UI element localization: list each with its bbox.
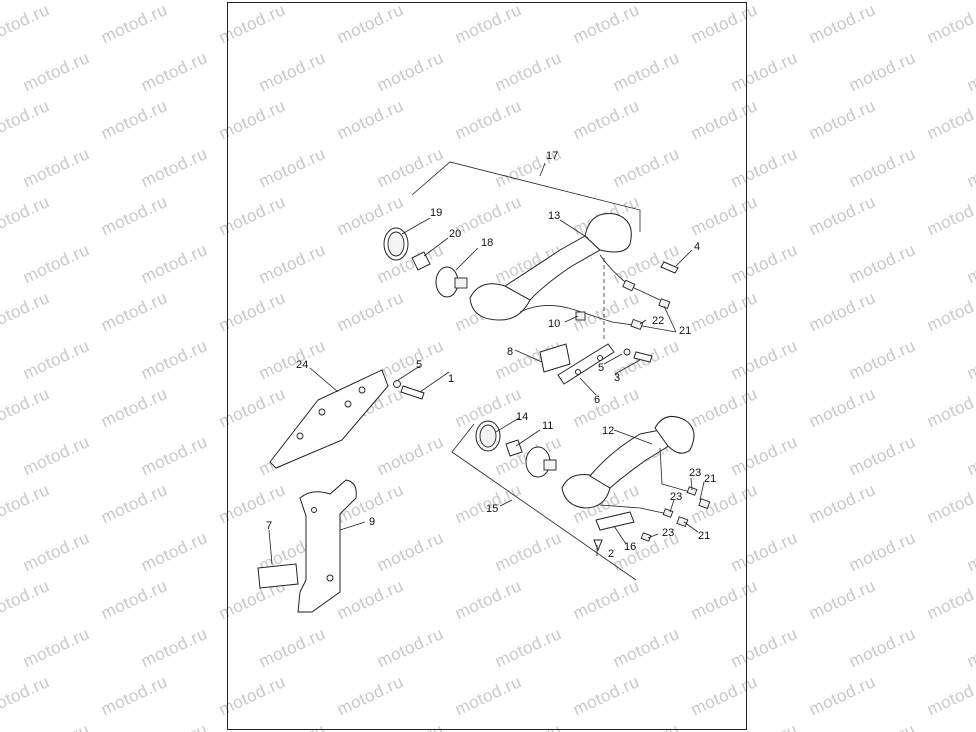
callout-6: 6 [594,394,600,406]
callout-12: 12 [602,425,614,437]
callout-10: 10 [548,318,560,330]
bulb-11 [505,439,523,457]
lamp-housing-left [469,283,531,321]
callout-24: 24 [296,359,308,371]
bracket-24 [269,369,389,469]
callout-18: 18 [481,237,493,249]
mount-plate-group [539,343,653,385]
callout-14: 14 [516,411,528,423]
callout-23-c: 23 [662,527,674,539]
callout-22: 22 [652,315,664,327]
bracket-6 [557,343,615,385]
callout-4: 4 [694,241,700,253]
callout-numbers: 1 2 3 4 5 5 6 7 8 9 10 11 12 13 14 15 16… [266,150,716,560]
grommet-10 [575,311,586,321]
plate-7 [257,563,299,589]
plate-8 [539,343,571,373]
callout-23-a: 23 [689,467,701,479]
terminal-21-upper [658,298,671,310]
screw-2 [593,539,603,552]
callout-21-lower-a: 21 [704,473,716,485]
lamp-housing-right [584,212,632,253]
callout-7: 7 [266,520,272,532]
callout-2: 2 [608,548,614,560]
callout-21-upper: 21 [679,325,691,337]
leader-lines [268,162,705,565]
bracket-9 [297,479,357,613]
mount-bar-12 [589,429,673,489]
diagram-frame [227,2,747,730]
callout-16: 16 [624,541,636,553]
callout-20: 20 [449,228,461,240]
callout-8: 8 [507,346,513,358]
washer-5-lower [393,380,401,388]
callout-5-lower: 5 [416,359,422,371]
callout-1: 1 [448,373,454,385]
lower-bracket-group [257,479,357,613]
lamp-housing-lower-right [654,415,695,454]
callout-3: 3 [614,372,620,384]
callout-5-upper: 5 [598,362,604,374]
callout-21-lower-b: 21 [698,530,710,542]
callout-15: 15 [486,503,498,515]
bolt-3 [633,351,653,363]
terminal-21-lower [698,498,711,510]
callout-11: 11 [542,420,553,432]
callout-19: 19 [430,207,442,219]
upper-lamp-assembly [383,161,679,340]
callout-17: 17 [546,150,558,162]
washer-5-upper [623,348,631,356]
lamp-housing-lower-left [561,474,611,509]
license-bracket-group [269,369,425,469]
connector-22 [630,318,644,331]
lower-lamp-assembly [451,415,711,581]
bulb-20 [411,251,431,271]
mount-bar-13 [504,235,601,301]
bolt-1 [400,385,425,400]
bracket-16 [595,511,635,531]
connector-upper [622,279,636,292]
callout-13: 13 [548,210,560,222]
callout-23-b: 23 [670,491,682,503]
screw-4 [660,261,679,274]
callout-9: 9 [369,516,375,528]
